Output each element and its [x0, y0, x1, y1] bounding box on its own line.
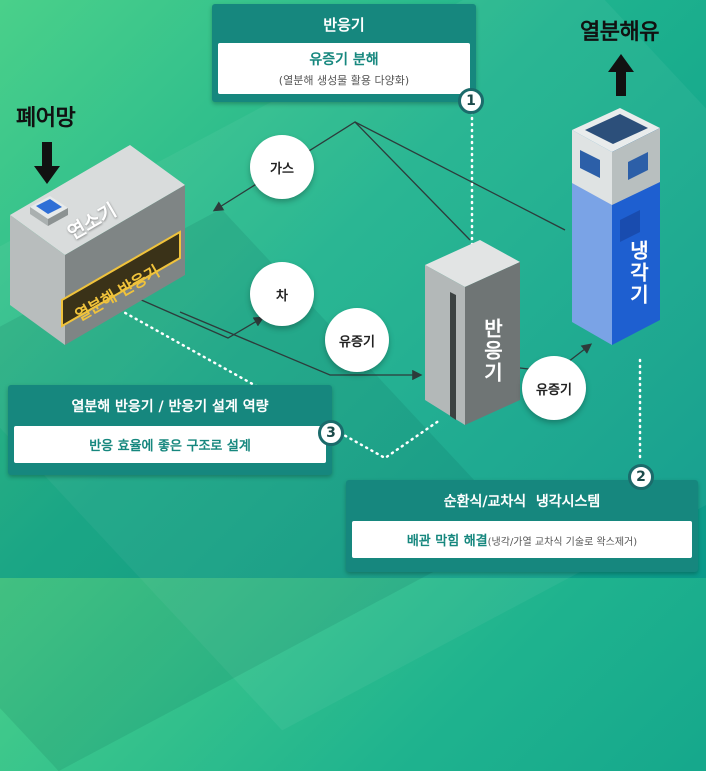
- reactor-callout-body: 유증기 분해 (열분해 생성물 활용 다양화): [218, 43, 470, 94]
- cooling-callout-title: 순환식/교차식 냉각시스템: [443, 494, 601, 510]
- badge-3: 3: [318, 420, 344, 446]
- reactor-unit: [425, 240, 520, 425]
- flow-lines: [10, 108, 660, 460]
- reactor-callout-main: 유증기 분해: [309, 52, 379, 68]
- cooler-unit: [572, 108, 660, 345]
- char-flow-line: [129, 294, 265, 339]
- design-callout: 열분해 반응기 / 반응기 설계 역량 반응 효율에 좋은 구조로 설계: [8, 385, 332, 475]
- badge-2: 2: [628, 464, 654, 490]
- reactor-label: 반응기: [480, 318, 504, 384]
- design-callout-body: 반응 효율에 좋은 구조로 설계: [14, 426, 326, 463]
- callout-line-3: [118, 308, 442, 460]
- waste-net-label: 폐어망: [16, 106, 76, 131]
- char-bubble: 차: [250, 262, 314, 326]
- cooling-callout-sub: (냉각/가열 교차식 기술로 왁스제거): [487, 537, 638, 548]
- cooling-callout-body: 배관 막힘 해결(냉각/가열 교차식 기술로 왁스제거): [352, 521, 692, 558]
- reactor-callout: 반응기 유증기 분해 (열분해 생성물 활용 다양화): [212, 4, 476, 102]
- reactor-callout-title: 반응기: [323, 16, 365, 34]
- arrow-up-icon: [608, 54, 634, 96]
- design-callout-title: 열분해 반응기 / 반응기 설계 역량: [71, 399, 269, 415]
- vapor-flow-line-1: [179, 311, 423, 381]
- cooling-callout: 순환식/교차식 냉각시스템 배관 막힘 해결(냉각/가열 교차식 기술로 왁스제…: [346, 480, 698, 572]
- gas-bubble: 가스: [250, 135, 314, 199]
- arrow-down-icon: [34, 142, 60, 184]
- cooling-callout-main: 배관 막힘 해결: [406, 534, 488, 549]
- pyrolysis-plate: [61, 230, 181, 328]
- vapor-bubble-2: 유증기: [522, 356, 586, 420]
- badge-1: 1: [458, 88, 484, 114]
- reactor-callout-sub: (열분해 생성물 활용 다양화): [278, 74, 410, 87]
- cooler-label: 냉각기: [626, 240, 650, 306]
- pyrolysis-oil-label: 열분해유: [580, 20, 659, 45]
- cooler-connector-line: [354, 121, 566, 231]
- vapor-bubble-1: 유증기: [325, 308, 389, 372]
